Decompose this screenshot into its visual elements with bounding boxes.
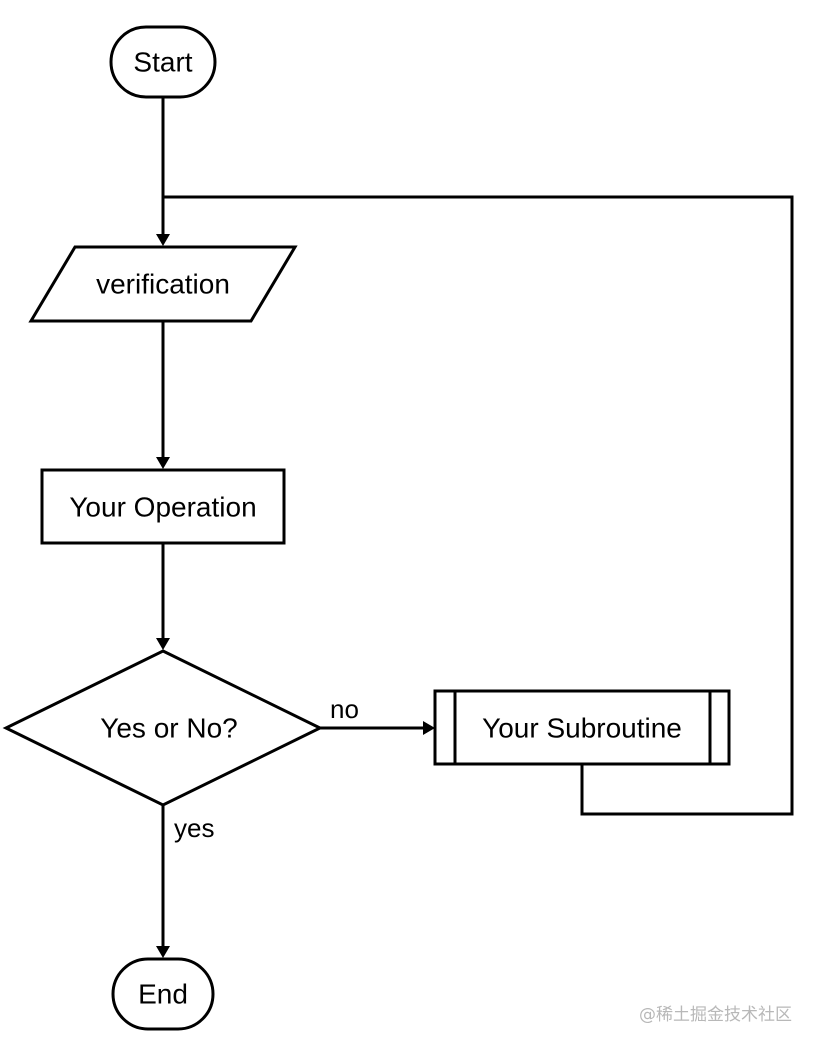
yes-label: yes xyxy=(174,813,214,843)
edge-start-to-verification xyxy=(156,97,170,246)
arrowhead xyxy=(423,721,435,735)
subroutine-label: Your Subroutine xyxy=(482,713,682,744)
arrowhead xyxy=(156,457,170,469)
watermark-text: @稀土掘金技术社区 xyxy=(639,1005,792,1025)
subroutine-shape xyxy=(433,689,731,766)
start-label: Start xyxy=(133,47,192,78)
edge-decision-no: no xyxy=(320,694,435,735)
start-node: Start xyxy=(109,25,217,99)
end-terminal-shape xyxy=(111,957,215,1031)
verification-input-shape xyxy=(28,245,298,323)
decision-label: Yes or No? xyxy=(100,713,238,744)
decision-node: Yes or No? xyxy=(2,649,324,807)
arrowhead xyxy=(156,638,170,650)
verification-label: verification xyxy=(96,269,230,300)
edge-operation-to-decision xyxy=(156,543,170,650)
loop-back-line xyxy=(163,195,794,816)
arrowhead xyxy=(156,234,170,246)
edge-verification-to-operation xyxy=(156,321,170,469)
no-label: no xyxy=(330,694,359,724)
verification-node: verification xyxy=(28,245,298,323)
operation-node: Your Operation xyxy=(40,468,286,545)
arrowhead xyxy=(156,946,170,958)
operation-label: Your Operation xyxy=(69,492,256,523)
end-node: End xyxy=(111,957,215,1031)
end-label: End xyxy=(138,979,188,1010)
operation-process-shape xyxy=(40,468,286,545)
edge-decision-yes: yes xyxy=(156,805,214,958)
subroutine-node: Your Subroutine xyxy=(433,689,731,766)
edge-subroutine-loop-back xyxy=(163,195,794,816)
